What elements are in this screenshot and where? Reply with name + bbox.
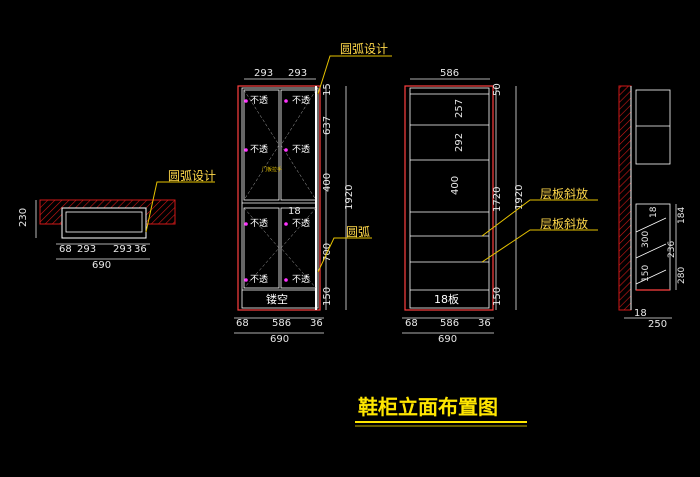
plan-callout-leader [145, 181, 215, 233]
front-bottom-label: 镂空 [266, 292, 288, 306]
section-overall-height: 1920 [514, 185, 525, 210]
section-shelf-note-2: 层板斜放 [540, 216, 588, 231]
front-right-dim-5: 150 [322, 287, 333, 306]
front-cabinet-body [237, 85, 321, 311]
front-lower-door-right [280, 207, 317, 289]
door-label: 不透 [292, 95, 310, 106]
front-callout-side: 圆弧 [346, 225, 370, 239]
side-slanted-shelf [635, 243, 667, 259]
hinge-marker [284, 148, 288, 152]
front-top-dim-2: 293 [288, 68, 307, 79]
front-bottom-dim-1: 68 [236, 318, 249, 329]
front-lower-door-right-swing [280, 207, 317, 289]
section-top-dim: 586 [440, 68, 459, 79]
section-shelf-note-leader-2 [481, 229, 598, 263]
door-label: 不透 [292, 274, 310, 285]
hinge-marker [244, 148, 248, 152]
side-dim-b-1: 184 [677, 207, 687, 224]
front-top-dim-1: 293 [254, 68, 273, 79]
door-label: 不透 [292, 144, 310, 155]
door-label: 不透 [250, 274, 268, 285]
front-right-dim-2: 637 [322, 116, 333, 135]
plan-inner [65, 211, 143, 233]
side-dim-a-1: 18 [649, 206, 659, 218]
section-inner-dim-2: 292 [454, 133, 465, 152]
hinge-marker [244, 99, 248, 103]
front-right-dim-1: 15 [322, 83, 333, 96]
section-right-dim-1: 50 [492, 83, 503, 96]
front-bottom-dim-2: 586 [272, 318, 291, 329]
section-shelf-note-1: 层板斜放 [540, 186, 588, 201]
plan-depth-dim: 230 [18, 208, 29, 227]
front-view: 293 293 门板拉手 18 不透 不透 不透 不透 不透 不透 不透 不透 [234, 42, 392, 345]
front-total-dim: 690 [270, 334, 289, 345]
door-label: 不透 [250, 144, 268, 155]
door-label: 不透 [292, 218, 310, 229]
side-dim-a-2: 300 [641, 231, 651, 248]
section-inner-dim-3: 400 [450, 176, 461, 195]
side-wall-hatch [618, 85, 632, 311]
hinge-marker [284, 222, 288, 226]
section-total-dim: 690 [438, 334, 457, 345]
section-cabinet-body [404, 85, 494, 311]
front-callout-side-leader [317, 237, 372, 273]
front-upper-door-left-swing [243, 89, 280, 201]
plan-width-dim-2: 293 [77, 244, 96, 255]
side-dim-b-3: 280 [677, 267, 687, 284]
section-right-dim-3: 150 [492, 287, 503, 306]
hinge-marker [244, 278, 248, 282]
section-shelf-note-leader-1 [481, 199, 598, 237]
front-cabinet-frame [241, 87, 319, 309]
front-lower-door-left [243, 207, 280, 289]
section-bottom-dim-2: 586 [440, 318, 459, 329]
section-cabinet-frame [409, 87, 490, 309]
side-upper-cabinet [635, 89, 671, 165]
plan-width-dim-4: 36 [134, 244, 147, 255]
front-bottom-dim-3: 36 [310, 318, 323, 329]
section-bottom-dim-3: 36 [478, 318, 491, 329]
front-callout-top-leader [317, 55, 392, 95]
section-view: 586 257 292 400 18板 50 1720 150 1920 68 … [402, 68, 598, 345]
side-bottom-dim-2: 250 [648, 319, 667, 330]
plan-width-dim-1: 68 [59, 244, 72, 255]
side-slanted-shelf [635, 217, 667, 233]
hinge-marker [284, 99, 288, 103]
door-label: 不透 [250, 95, 268, 106]
front-lower-door-left-swing [243, 207, 280, 289]
plan-callout: 圆弧设计 [168, 169, 216, 183]
section-inner-dim-1: 257 [454, 99, 465, 118]
section-bottom-label: 18板 [434, 292, 459, 306]
side-dim-b-2: 236 [667, 241, 677, 258]
plan-width-dim-3: 293 [113, 244, 132, 255]
front-hinge-markers [244, 99, 288, 282]
plan-cabinet [61, 207, 147, 239]
front-right-dim-3: 400 [322, 173, 333, 192]
front-upper-door-right-swing [280, 89, 317, 201]
section-bottom-dim-1: 68 [405, 318, 418, 329]
hinge-marker [284, 278, 288, 282]
side-bottom-dim-1: 18 [634, 308, 647, 319]
plan-view: 230 68 293 293 36 690 圆弧设计 [18, 169, 216, 271]
hinge-marker [244, 222, 248, 226]
front-overall-height: 1920 [344, 185, 355, 210]
section-right-dim-2: 1720 [492, 187, 503, 212]
front-door-labels: 不透 不透 不透 不透 不透 不透 不透 不透 [250, 95, 310, 285]
drawing-title-block: 鞋柜立面布置图 [355, 395, 527, 427]
front-callout-top: 圆弧设计 [340, 42, 388, 56]
door-label: 不透 [250, 218, 268, 229]
side-slanted-shelf [635, 269, 667, 285]
drawing-title: 鞋柜立面布置图 [358, 395, 498, 419]
plan-total-dim: 690 [92, 260, 111, 271]
side-dim-a-3: 150 [641, 265, 651, 282]
front-inner-dim: 18 [288, 206, 301, 217]
side-view: 18 300 150 184 236 280 18 250 [618, 85, 687, 330]
front-handle-note: 门板拉手 [262, 166, 282, 173]
